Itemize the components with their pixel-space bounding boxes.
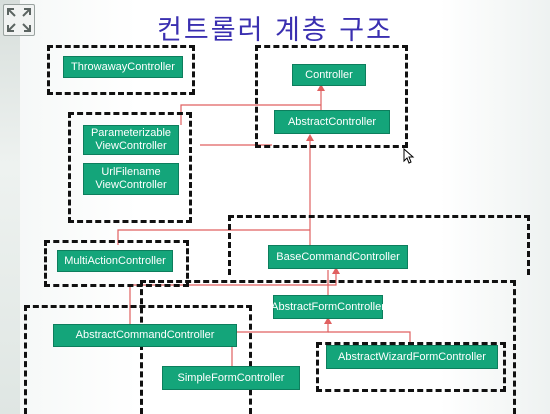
region-basecommand: [228, 215, 530, 275]
abstractcommand-controller-box[interactable]: AbstractCommandController: [53, 324, 237, 347]
mouse-cursor-icon: [403, 148, 415, 164]
throwaway-controller-box[interactable]: ThrowawayController: [63, 56, 183, 78]
url-filename-view-controller-box[interactable]: UrlFilename ViewController: [83, 163, 179, 195]
basecommand-controller-box[interactable]: BaseCommandController: [268, 245, 408, 269]
controller-box[interactable]: Controller: [292, 64, 366, 86]
simpleform-controller-box[interactable]: SimpleFormController: [162, 366, 300, 390]
region-multiaction: [44, 240, 189, 287]
region-abstractcommand: [24, 305, 252, 414]
abstract-wizard-form-controller-box[interactable]: AbstractWizardFormController: [326, 345, 498, 369]
parameterizable-view-controller-box[interactable]: Parameterizable ViewController: [83, 125, 179, 155]
abstract-controller-box[interactable]: AbstractController: [274, 110, 390, 134]
slide-title: 컨트롤러 계층 구조: [157, 15, 393, 46]
region-throwaway: [47, 45, 195, 95]
region-form-controllers: [140, 280, 516, 414]
multiaction-controller-box[interactable]: MultiActionController: [57, 250, 173, 272]
slide-edge-decoration: [0, 0, 20, 414]
region-controller: [255, 45, 408, 148]
abstractform-controller-box[interactable]: AbstractFormController: [271, 295, 385, 319]
region-view-controllers: [68, 112, 192, 223]
expand-icon[interactable]: [3, 4, 35, 36]
region-wizard: [316, 342, 506, 392]
